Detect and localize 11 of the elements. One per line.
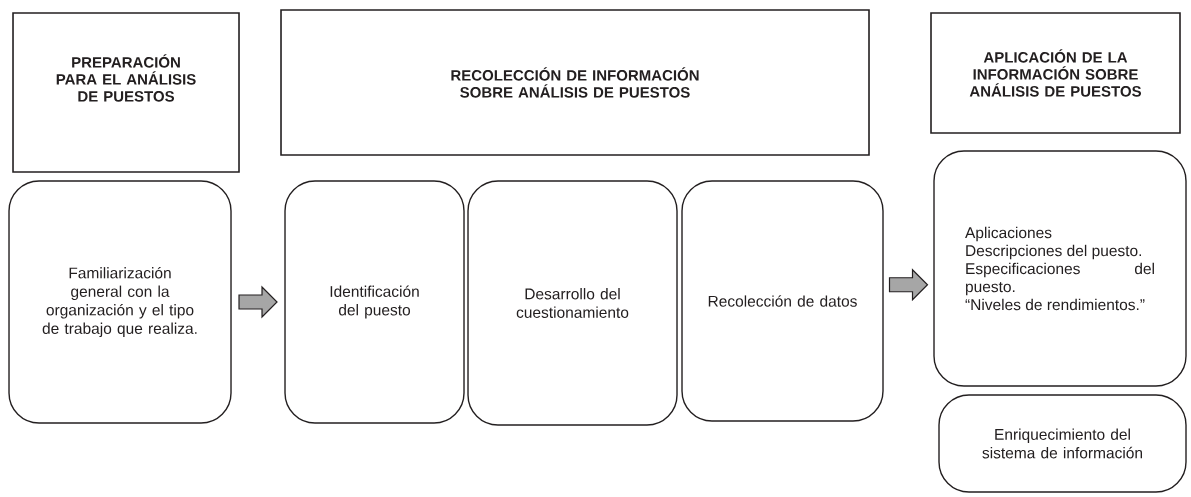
stage-header-box: RECOLECCIÓN DE INFORMACIÓN SOBRE ANÁLISIS DE PUESTOS xyxy=(280,9,870,156)
step-box: Desarrollo del cuestionamiento xyxy=(467,180,678,426)
step-box: Recolección de datos xyxy=(681,180,884,422)
step-box: Enriquecimiento del sistema de información xyxy=(938,394,1187,493)
step-box: Identificación del puesto xyxy=(284,180,465,424)
block-arrow xyxy=(238,285,278,319)
block-arrow xyxy=(888,268,929,302)
stage-header-box: PREPARACIÓN PARA EL ANÁLISIS DE PUESTOS xyxy=(12,12,240,173)
stage-header-box: APLICACIÓN DE LA INFORMACIÓN SOBRE ANÁLISIS DE PUESTOS xyxy=(930,12,1181,134)
step-box: Familiarización general con la organización y el tipo de trabajo que realiza. xyxy=(8,180,232,424)
step-box: Aplicaciones Descripciones del puesto. Especificaciones del puesto. “Niveles de rendimientos.” xyxy=(933,150,1187,387)
